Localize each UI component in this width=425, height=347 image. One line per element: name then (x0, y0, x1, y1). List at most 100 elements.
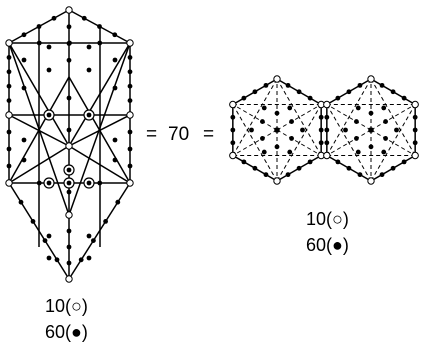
filled-point (6, 55, 12, 60)
hollow-point (5, 111, 13, 119)
equation-value: 70 (168, 124, 190, 145)
filled-point (412, 127, 418, 133)
left-hexagon-spoke (232, 104, 278, 131)
left-hexagon-chord (232, 104, 278, 182)
filled-point (324, 114, 330, 120)
filled-point (263, 172, 269, 178)
filled-point (36, 180, 42, 186)
left-hexagon-chord (276, 78, 322, 156)
hollow-point (126, 111, 134, 119)
equation-right-operator: = (203, 124, 215, 145)
filled-point (252, 89, 258, 95)
filled-point (381, 105, 387, 111)
filled-point (66, 57, 72, 63)
filled-point (230, 140, 236, 146)
filled-point (66, 41, 72, 46)
filled-point (260, 136, 265, 141)
filled-point (66, 127, 72, 133)
filled-point (318, 140, 324, 146)
filled-point (324, 140, 330, 146)
hollow-point (367, 177, 375, 185)
filled-point (18, 199, 24, 205)
filled-point (46, 233, 52, 239)
filled-point (287, 149, 293, 155)
filled-point (260, 119, 265, 124)
filled-point (230, 127, 236, 133)
filled-point (401, 159, 407, 165)
filled-point (412, 140, 418, 146)
filled-point (354, 136, 359, 141)
filled-point (127, 98, 133, 103)
hollow-point (411, 100, 419, 109)
filled-point (127, 146, 133, 152)
filled-point (36, 40, 42, 46)
filled-point (335, 95, 341, 101)
filled-point (383, 119, 388, 124)
ringed-point-center (86, 180, 92, 186)
right-hexagon-spoke (370, 104, 416, 131)
ringed-point-center (86, 112, 92, 118)
hollow-point (65, 211, 73, 219)
filled-point (390, 165, 396, 171)
filled-point (368, 144, 374, 150)
filled-point (112, 85, 118, 91)
filled-point (355, 149, 361, 155)
ringed-point-center (46, 112, 52, 118)
hollow-point (65, 6, 73, 14)
filled-point (91, 238, 96, 244)
hollow-point (367, 75, 375, 83)
filled-point (412, 114, 418, 120)
right-hexagon-spoke (370, 129, 416, 156)
right-hollow-count-value: 10 (306, 209, 327, 229)
hollow-point (65, 142, 73, 150)
filled-point (307, 159, 313, 165)
right-hexagon-chord (326, 78, 372, 156)
hollow-point (126, 39, 134, 47)
filled-point (241, 159, 247, 165)
filled-point (86, 233, 92, 239)
filled-point (296, 165, 302, 171)
filled-point (112, 57, 118, 63)
filled-point (127, 129, 133, 135)
right-hexagon-spoke (326, 129, 372, 156)
filled-point (230, 114, 236, 120)
hollow-circle-symbol: (○) (65, 296, 88, 316)
filled-point (296, 89, 302, 95)
filled-point (46, 67, 52, 73)
filled-point (21, 85, 27, 91)
left-filled-count: 60(●) (45, 323, 88, 341)
filled-point (51, 15, 57, 21)
filled-point (390, 89, 396, 95)
hollow-point (323, 100, 331, 109)
left-tree-of-life-figure (5, 6, 134, 283)
filled-point (42, 238, 48, 244)
filled-point (343, 127, 348, 133)
filled-point (66, 228, 72, 234)
filled-point (127, 83, 133, 89)
right-hexagon-chord (370, 104, 416, 182)
left-filled-count-value: 60 (45, 322, 66, 342)
filled-point (357, 82, 363, 88)
filled-point (46, 44, 52, 50)
filled-point (86, 67, 92, 73)
filled-point (97, 24, 102, 29)
filled-point (357, 172, 363, 178)
right-hexagon-chord (326, 104, 372, 182)
filled-point (54, 257, 60, 263)
filled-point (6, 83, 12, 89)
filled-point (112, 137, 118, 143)
left-hexagon-spoke (276, 104, 322, 131)
filled-point (66, 24, 72, 30)
filled-point (368, 110, 374, 116)
filled-point (346, 165, 352, 171)
hollow-point (5, 179, 13, 187)
ringed-point-center (46, 180, 52, 186)
filled-point (6, 163, 12, 169)
filled-point (300, 127, 305, 133)
filled-point (324, 127, 330, 133)
right-double-hexagon-figure (229, 75, 419, 185)
filled-point (252, 165, 258, 171)
filled-point (46, 255, 52, 261)
filled-point (21, 137, 27, 143)
